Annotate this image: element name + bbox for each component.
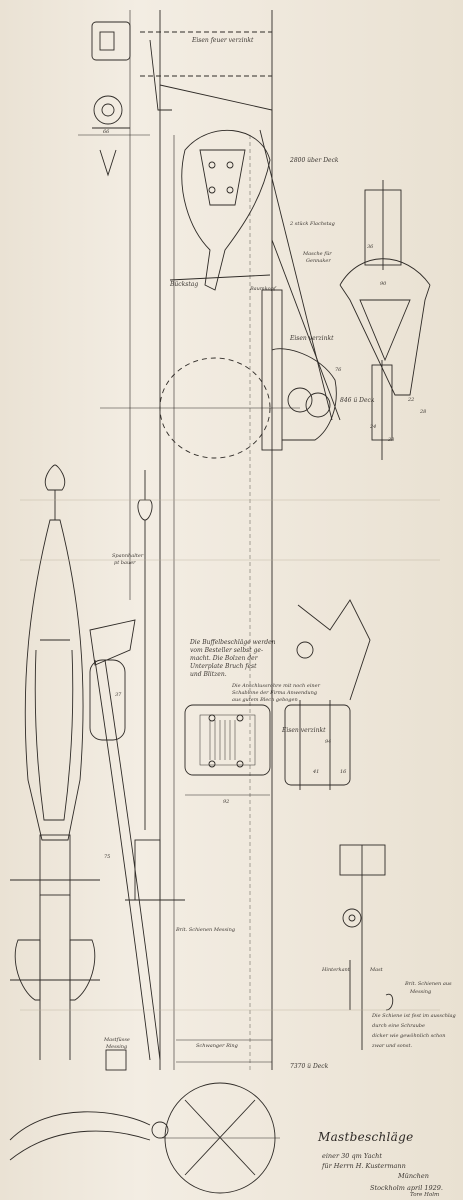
shroud-eye (44, 464, 66, 491)
top-sheave (93, 95, 123, 125)
note-b-line-2: Schablone der Firma Anwendung (232, 690, 318, 696)
dim-37: 37 (115, 692, 122, 698)
label-846-deck: 846 ü Deck (340, 397, 375, 404)
label-mast: Mast (370, 967, 383, 973)
note-c-line-1: Die Schiene ist fest im ausschlag (372, 1013, 456, 1019)
crosstree-saddle (339, 258, 431, 286)
horn-fitting (181, 129, 271, 291)
drawing-subtitle-city: München (398, 1172, 429, 1180)
drawing-subtitle-1: einer 30 qm Yacht (322, 1152, 382, 1160)
note-b-line-3: aus gutem Blech gebogen (232, 697, 298, 703)
note-c-line-3: dicker wie gewöhnlich schon (372, 1033, 446, 1039)
label-eisen-verzinkt-mid: Eisen verzinkt (290, 335, 334, 342)
note-line-3: macht. Die Bolzen der (190, 655, 258, 662)
top-plate (91, 21, 131, 61)
label-baumkopf: Baumkopf (250, 286, 276, 292)
spreader-plate (261, 289, 283, 451)
label-eisen-verzinkt-low: Eisen verzinkt (282, 727, 326, 734)
note-b-line-1: Die Anschlussrohre mit noch einer (232, 683, 320, 689)
dim-92: 92 (223, 799, 230, 805)
drawing-subtitle-2: für Herrn H. Kustermann (322, 1162, 406, 1170)
wire-rope (94, 659, 161, 1061)
drawing-signature: Tore Holm (410, 1192, 440, 1198)
dim-28: 28 (420, 409, 427, 415)
dim-94: 94 (325, 739, 332, 745)
label-7370-deck: 7370 ü Deck (290, 1063, 329, 1070)
label-messing-2: Messing (410, 989, 432, 995)
drawing-title: Mastbeschläge (318, 1130, 414, 1144)
dim-22: 22 (408, 397, 415, 403)
shroud-fork (24, 519, 84, 841)
dim-66: 66 (103, 129, 110, 135)
dim-38: 38 (388, 437, 395, 443)
dim-90: 90 (380, 281, 387, 287)
label-gennaker: Gennaker (306, 258, 331, 264)
dim-75: 75 (104, 854, 111, 860)
cleat-plate (184, 704, 271, 776)
label-flachstag: 2 stück Flachstag (290, 221, 335, 227)
label-spannhalter: Spannhalter (112, 553, 144, 559)
label-2800-deck: 2800 über Deck (290, 157, 339, 164)
note-c-line-4: zwar und sonst. (372, 1043, 413, 1049)
dim-16: 16 (340, 769, 347, 775)
note-line-4: Unterplate Bruch fest (190, 663, 257, 670)
dim-24: 24 (370, 424, 377, 430)
label-buckstag: Bückstag (170, 281, 199, 288)
note-line-1: Die Buffelbeschläge werden (190, 639, 276, 646)
dim-76: 76 (335, 367, 342, 373)
label-spannhalter-2: pt bauer (114, 560, 136, 566)
note-c-line-2: durch eine Schraube (372, 1023, 425, 1029)
label-schwanger-ring: Schwanger Ring (196, 1043, 238, 1049)
label-brit-schienen: Brit. Schienen Messing (176, 927, 236, 933)
dim-36: 36 (367, 244, 374, 250)
note-line-5: und Blitzen. (190, 671, 227, 678)
label-brit-schienen-2: Brit. Schienen aus (405, 981, 452, 987)
label-messing: Messing (106, 1044, 128, 1050)
label-mastfuss: Mastfüsse (104, 1037, 130, 1043)
label-hinterkant: Hinterkant (322, 967, 350, 973)
dim-41: 41 (313, 769, 320, 775)
mast-foot-box (105, 1049, 127, 1071)
label-eisen-feuer-verzinkt: Eisen feuer verzinkt (192, 37, 254, 44)
note-line-2: vom Besteller selbst ge- (190, 647, 263, 654)
drawing-place-date: Stockholm april 1929. (370, 1184, 443, 1192)
label-masche: Masche für (303, 251, 332, 257)
